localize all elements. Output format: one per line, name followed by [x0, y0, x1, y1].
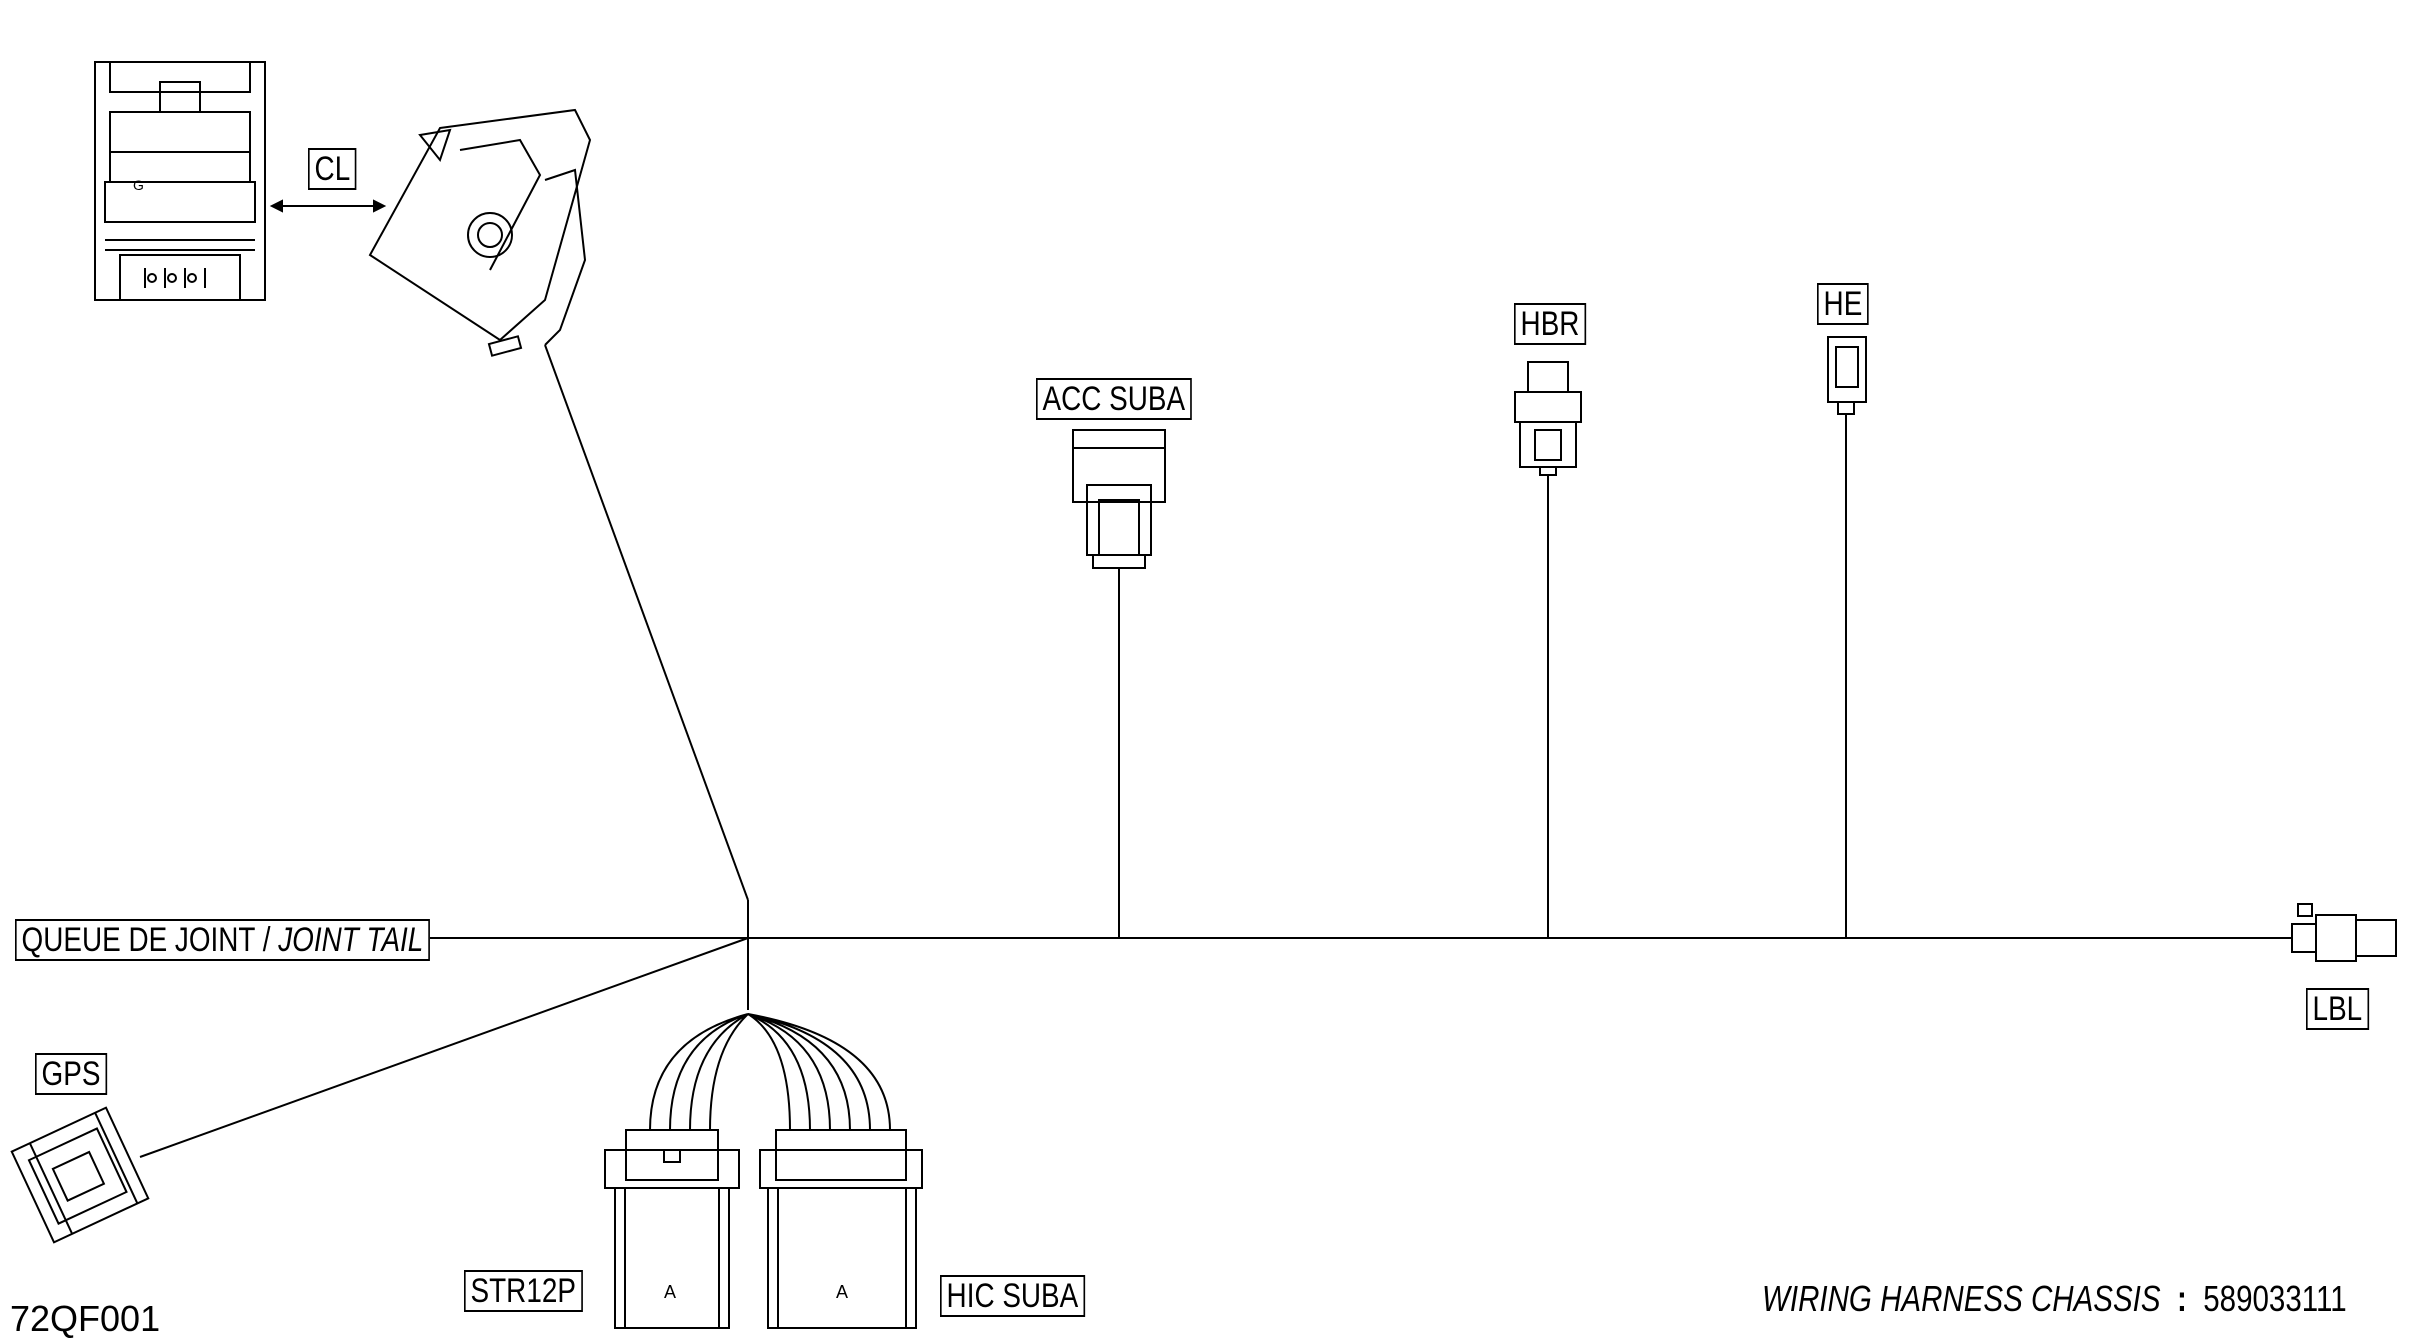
title-text: WIRING HARNESS CHASSIS [1762, 1278, 2161, 1319]
part-number: 589033111 [2203, 1278, 2347, 1319]
gps-connector [10, 1106, 150, 1244]
label-hbr: HBR [1514, 303, 1586, 345]
cl-arrow [269, 199, 387, 213]
hbr-connector [1514, 361, 1582, 476]
str12p-connector [604, 1129, 740, 1329]
label-joint-tail-en: JOINT TAIL [278, 921, 424, 959]
str12p-pin-mark: A [664, 1282, 676, 1302]
title-separator: : [2176, 1278, 2187, 1319]
label-str12p: STR12P [464, 1270, 583, 1312]
he-connector [1827, 336, 1867, 415]
label-gps: GPS [35, 1053, 108, 1095]
label-cl: CL [308, 148, 357, 190]
label-hic-suba: HIC SUBA [940, 1275, 1085, 1317]
cl-connector-front [94, 61, 266, 301]
hic-suba-connector [759, 1129, 923, 1329]
label-lbl: LBL [2306, 988, 2369, 1030]
cl-mark-g: G [133, 177, 144, 193]
label-joint-tail-fr: QUEUE DE JOINT / [21, 921, 271, 959]
lbl-connector [2291, 903, 2397, 962]
wire-fan [649, 1013, 891, 1131]
drawing-code: 72QF001 [10, 1298, 161, 1339]
wire-gps [139, 937, 749, 1158]
cl-connector-side [368, 108, 592, 357]
wire-cl [544, 344, 749, 901]
label-he: HE [1817, 283, 1869, 325]
title-block: WIRING HARNESS CHASSIS : 589033111 [1762, 1278, 2347, 1320]
label-acc-suba: ACC SUBA [1036, 378, 1192, 420]
label-joint-tail: QUEUE DE JOINT / JOINT TAIL [15, 919, 430, 961]
hic-suba-pin-mark: A [836, 1282, 848, 1302]
acc-suba-connector [1072, 429, 1166, 569]
